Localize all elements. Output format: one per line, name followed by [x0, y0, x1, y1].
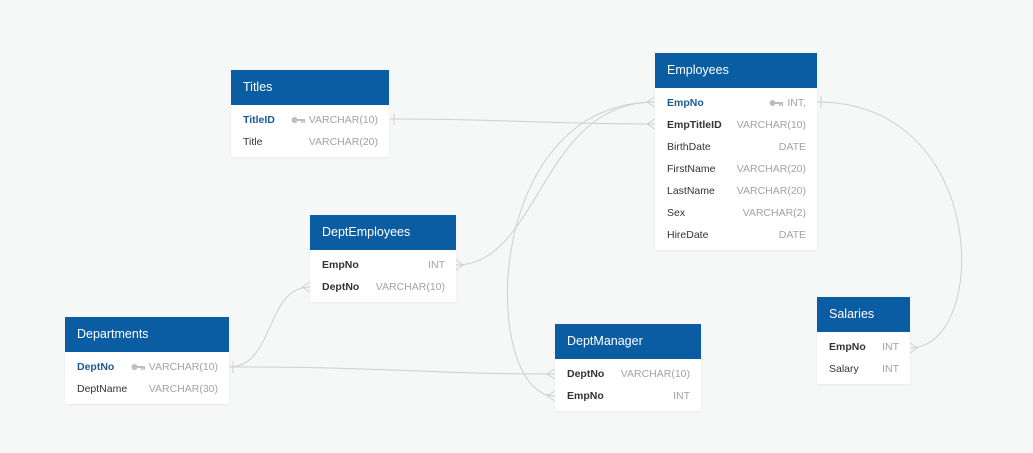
field-type: VARCHAR(10)	[620, 368, 690, 380]
many-marker	[646, 96, 656, 108]
table-salaries[interactable]: Salaries EmpNo INT Salary INT	[817, 297, 910, 384]
primary-key-icon	[769, 99, 784, 107]
link-deptemployees-employees	[455, 101, 656, 266]
field-type: VARCHAR(2)	[742, 207, 806, 219]
field-row-sex[interactable]: Sex VARCHAR(2)	[655, 202, 817, 224]
field-type: VARCHAR(20)	[736, 185, 806, 197]
field-type: DATE	[778, 141, 806, 153]
table-departments[interactable]: Departments DeptNo VARCHAR(10) DeptName …	[65, 317, 229, 404]
primary-key-icon	[131, 363, 145, 371]
field-type: INT	[673, 390, 690, 402]
field-name: DeptNo	[567, 368, 605, 380]
field-type: VARCHAR(10)	[375, 281, 445, 293]
field-row-deptno[interactable]: DeptNo VARCHAR(10)	[555, 363, 701, 385]
primary-key-icon	[291, 116, 305, 124]
field-name: LastName	[667, 185, 715, 197]
field-row-emptitleid[interactable]: EmpTitleID VARCHAR(10)	[655, 114, 817, 136]
field-name: FirstName	[667, 163, 716, 175]
field-type: VARCHAR(20)	[308, 136, 378, 148]
table-header-titles[interactable]: Titles	[231, 70, 389, 105]
field-name: EmpTitleID	[667, 119, 722, 131]
many-marker	[646, 118, 656, 130]
field-type: VARCHAR(10)	[736, 119, 806, 131]
field-row-titleid[interactable]: TitleID VARCHAR(10)	[231, 109, 389, 131]
field-type: VARCHAR(30)	[148, 383, 218, 395]
field-row-lastname[interactable]: LastName VARCHAR(20)	[655, 180, 817, 202]
table-fields: TitleID VARCHAR(10) Title VARCHAR(20)	[231, 105, 389, 157]
link-titles-employees	[389, 118, 656, 125]
table-employees[interactable]: Employees EmpNo INT, EmpTitleID VARCHAR(…	[655, 53, 817, 250]
many-marker	[546, 368, 556, 380]
field-name: EmpNo	[667, 97, 704, 109]
field-row-empno[interactable]: EmpNo INT	[817, 336, 910, 358]
field-row-salary[interactable]: Salary INT	[817, 358, 910, 380]
field-type: INT	[882, 363, 899, 375]
table-header-deptmanager[interactable]: DeptManager	[555, 324, 701, 359]
field-name: DeptNo	[322, 281, 360, 293]
many-marker	[455, 259, 464, 271]
field-name: Title	[243, 136, 263, 148]
field-name: HireDate	[667, 229, 709, 241]
many-marker	[909, 342, 918, 354]
field-row-birthdate[interactable]: BirthDate DATE	[655, 136, 817, 158]
table-header-departments[interactable]: Departments	[65, 317, 229, 352]
field-name: DeptName	[77, 383, 128, 395]
field-type: VARCHAR(20)	[736, 163, 806, 175]
field-type: DATE	[778, 229, 806, 241]
field-row-empno[interactable]: EmpNo INT	[555, 385, 701, 407]
field-name: TitleID	[243, 114, 275, 126]
field-row-firstname[interactable]: FirstName VARCHAR(20)	[655, 158, 817, 180]
table-titles[interactable]: Titles TitleID VARCHAR(10) Title VARCHAR…	[231, 70, 389, 157]
field-name: EmpNo	[322, 259, 359, 271]
table-fields: DeptNo VARCHAR(10) EmpNo INT	[555, 359, 701, 411]
table-fields: EmpNo INT, EmpTitleID VARCHAR(10) BirthD…	[655, 88, 817, 250]
field-name: Salary	[829, 363, 859, 375]
field-name: BirthDate	[667, 141, 711, 153]
table-fields: EmpNo INT Salary INT	[817, 332, 910, 384]
field-name: EmpNo	[829, 341, 866, 353]
field-type: VARCHAR(10)	[308, 114, 378, 126]
field-row-deptno[interactable]: DeptNo VARCHAR(10)	[310, 276, 456, 298]
field-row-hiredate[interactable]: HireDate DATE	[655, 224, 817, 246]
table-header-deptemployees[interactable]: DeptEmployees	[310, 215, 456, 250]
field-type: INT,	[787, 97, 806, 109]
field-type: INT	[882, 341, 899, 353]
field-name: DeptNo	[77, 361, 115, 373]
table-header-salaries[interactable]: Salaries	[817, 297, 910, 332]
field-row-deptno[interactable]: DeptNo VARCHAR(10)	[65, 356, 229, 378]
field-type: INT	[428, 259, 445, 271]
field-type: VARCHAR(10)	[148, 361, 218, 373]
link-departments-deptemployees	[228, 286, 311, 368]
table-header-employees[interactable]: Employees	[655, 53, 817, 88]
many-marker	[546, 390, 556, 402]
table-fields: DeptNo VARCHAR(10) DeptName VARCHAR(30)	[65, 352, 229, 404]
field-row-empno[interactable]: EmpNo INT,	[655, 92, 817, 114]
table-fields: EmpNo INT DeptNo VARCHAR(10)	[310, 250, 456, 302]
link-departments-deptmanager	[228, 366, 556, 375]
field-name: Sex	[667, 207, 686, 219]
field-row-title[interactable]: Title VARCHAR(20)	[231, 131, 389, 153]
table-deptmanager[interactable]: DeptManager DeptNo VARCHAR(10) EmpNo INT	[555, 324, 701, 411]
field-row-deptname[interactable]: DeptName VARCHAR(30)	[65, 378, 229, 400]
table-deptemployees[interactable]: DeptEmployees EmpNo INT DeptNo VARCHAR(1…	[310, 215, 456, 302]
field-row-empno[interactable]: EmpNo INT	[310, 254, 456, 276]
field-name: EmpNo	[567, 390, 604, 402]
many-marker	[301, 281, 311, 293]
